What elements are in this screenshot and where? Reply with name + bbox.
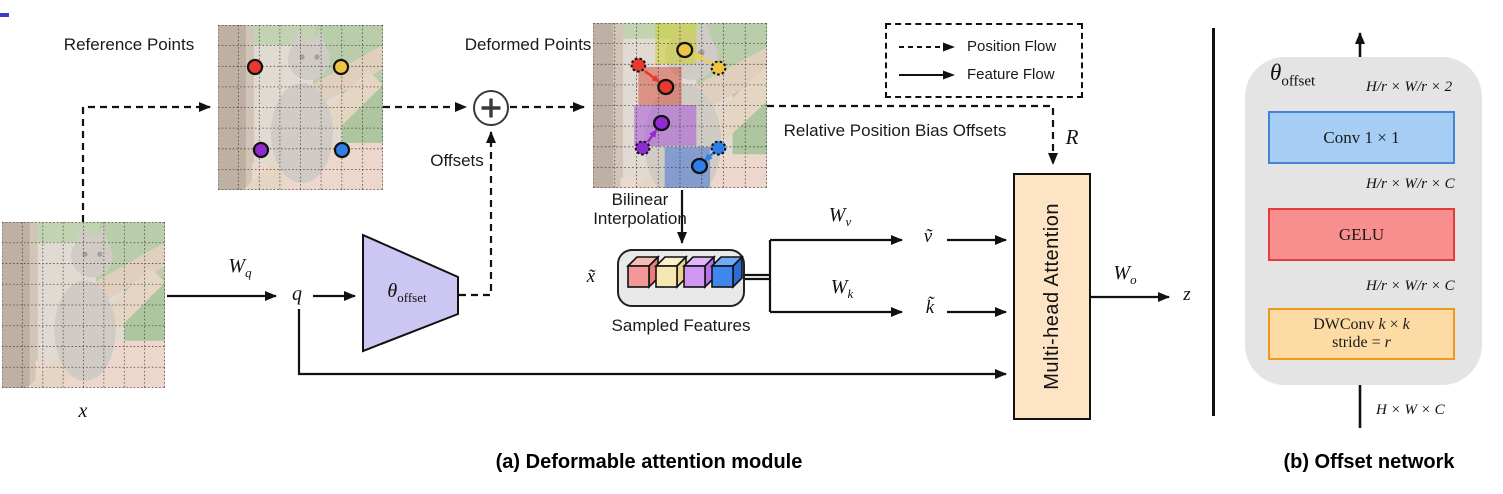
bilinear-line2: Interpolation <box>593 208 687 228</box>
wo-sub: o <box>1130 272 1137 287</box>
feature-flow-label: Feature Flow <box>967 66 1055 83</box>
gelu-label: GELU <box>1338 224 1385 244</box>
theta-offset-panel-label: θoffset <box>1270 60 1315 89</box>
theta-b-base: θ <box>1270 60 1282 85</box>
multi-head-attention-label: Multi-head Attention <box>1040 203 1063 390</box>
deformed-points-label: Deformed Points <box>464 35 592 54</box>
flow-legend: Position Flow Feature Flow <box>885 23 1083 98</box>
panel-divider <box>1212 28 1215 416</box>
conv-block: Conv 1 × 1 <box>1268 111 1455 164</box>
wq-label: Wq <box>228 255 252 280</box>
wq-sub: q <box>245 265 252 280</box>
dwconv-prefix: DWConv <box>1313 315 1375 333</box>
relative-position-bias-label: Relative Position Bias Offsets <box>783 121 1007 140</box>
reference-points-label: Reference Points <box>63 35 195 54</box>
link-artifact <box>0 13 9 17</box>
bilinear-interpolation-label: Bilinear Interpolation <box>593 190 687 228</box>
bilinear-line1: Bilinear <box>611 190 669 209</box>
dwconv-k2: k <box>1402 315 1410 333</box>
r-symbol: R <box>1065 125 1079 149</box>
deformed-points-image <box>593 23 767 188</box>
dwconv-times: × <box>1389 315 1399 333</box>
caption-b: (b) Offset network <box>1283 451 1455 473</box>
dwconv-stride-prefix: stride = <box>1332 334 1381 351</box>
legend-position-flow: Position Flow <box>897 38 1071 55</box>
dim-after-dwconv: H/r × W/r × C <box>1366 278 1455 294</box>
legend-feature-flow: Feature Flow <box>897 66 1071 83</box>
wo-label: Wo <box>1113 262 1137 287</box>
caption-a: (a) Deformable attention module <box>495 451 803 473</box>
theta-base: θ <box>387 280 398 302</box>
dwconv-stride-var: r <box>1384 334 1391 351</box>
z-symbol: z <box>1183 284 1191 305</box>
wk-base: W <box>830 276 848 298</box>
sampled-features-box <box>617 249 745 307</box>
wk-sub: k <box>847 286 854 301</box>
deformed-points <box>630 41 727 175</box>
reference-points-image <box>218 25 383 190</box>
x-symbol: x <box>78 400 88 422</box>
q-symbol: q <box>292 283 302 305</box>
wv-label: Wv <box>828 204 852 229</box>
dwconv-block: DWConv k × k stride = r <box>1268 308 1455 360</box>
dim-input: H × W × C <box>1376 402 1445 418</box>
offsets-label: Offsets <box>430 151 484 170</box>
sampled-features-label: Sampled Features <box>611 316 751 335</box>
wv-base: W <box>828 204 846 226</box>
offset-network-trapezoid <box>362 233 459 353</box>
feature-flow-lines <box>167 190 1170 379</box>
wo-base: W <box>1113 262 1131 284</box>
position-flow-label: Position Flow <box>967 38 1057 55</box>
conv-label: Conv 1 × 1 <box>1323 127 1400 147</box>
theta-offset-trapezoid-label: θoffset <box>387 280 427 305</box>
position-flow-lines <box>81 102 1058 297</box>
wv-sub: v <box>845 214 852 229</box>
solid-arrow-icon <box>899 70 955 79</box>
wk-label: Wk <box>830 276 854 301</box>
dwconv-k1: k <box>1378 315 1386 333</box>
reference-points <box>246 58 351 159</box>
plus-circle-icon <box>473 90 509 126</box>
x-tilde-symbol: x̃ <box>586 266 596 287</box>
dim-after-gelu: H/r × W/r × C <box>1366 176 1455 192</box>
dashed-arrow-icon <box>899 42 955 51</box>
theta-sub: offset <box>397 290 427 305</box>
gelu-block: GELU <box>1268 208 1455 261</box>
feature-cubes <box>626 255 744 289</box>
k-tilde-symbol: k̃ <box>925 297 935 318</box>
dwconv-label-line2: stride = r <box>1332 334 1391 352</box>
dim-after-conv: H/r × W/r × 2 <box>1366 79 1453 95</box>
v-tilde-symbol: ṽ <box>923 226 933 247</box>
wq-base: W <box>228 255 246 277</box>
theta-b-sub: offset <box>1281 73 1316 90</box>
dwconv-label-line1: DWConv k × k <box>1313 316 1410 334</box>
multi-head-attention-box: Multi-head Attention <box>1013 173 1091 420</box>
